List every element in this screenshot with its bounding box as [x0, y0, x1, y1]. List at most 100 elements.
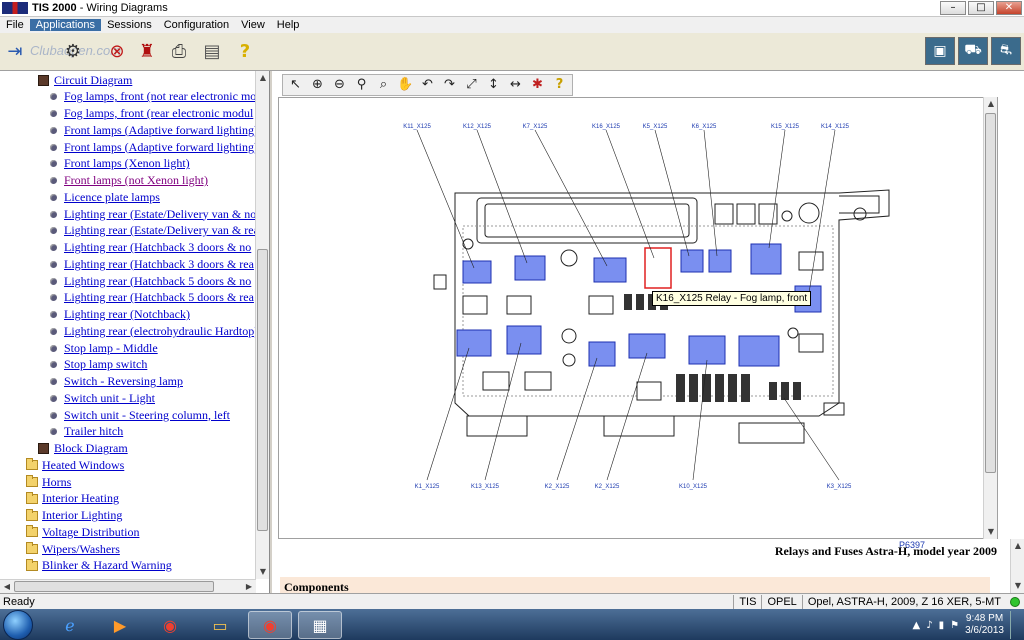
print-icon[interactable]: ⎙	[171, 40, 187, 62]
viewer-scroll-thumb[interactable]	[985, 113, 996, 473]
show-desktop-button[interactable]	[1010, 611, 1020, 639]
tree-item[interactable]: Lighting rear (Hatchback 3 doors & no	[50, 240, 251, 256]
tree-item[interactable]: Wipers/Washers	[26, 541, 120, 557]
zoom-in-icon[interactable]: ⊕	[312, 77, 323, 92]
diagram-canvas[interactable]: K11_X125 K12_X125 K7_X125 K16_X125 K5_X125 K6…	[278, 97, 998, 550]
tree-item[interactable]: Switch - Reversing lamp	[50, 374, 183, 390]
tree-item[interactable]: Lighting rear (Hatchback 5 doors & no	[50, 273, 251, 289]
callout-label[interactable]: K11_X125	[403, 124, 431, 130]
callout-label[interactable]: K2_X125	[545, 484, 570, 490]
volume-icon[interactable]: ♪	[926, 619, 933, 631]
menu-help[interactable]: Help	[276, 19, 300, 31]
menu-configuration[interactable]: Configuration	[163, 19, 230, 31]
fit-width-icon[interactable]: ↔	[510, 77, 521, 92]
callout-label[interactable]: K1_X125	[415, 484, 440, 490]
tree-item[interactable]: Lighting rear (Notchback)	[50, 307, 190, 323]
zoom-out-icon[interactable]: ⊖	[334, 77, 345, 92]
maximize-button[interactable]: □	[968, 1, 994, 15]
cancel-icon[interactable]: ⊗	[109, 40, 125, 62]
user-icon[interactable]: ♜	[138, 40, 156, 62]
callout-label[interactable]: K14_X125	[821, 124, 850, 130]
page-vertical-scrollbar[interactable]: ▲ ▼	[1010, 539, 1024, 593]
internet-explorer-icon[interactable]: ℯ	[65, 615, 75, 635]
explorer-folder-icon[interactable]: ▭	[212, 615, 228, 635]
tree-item[interactable]: Stop lamp switch	[50, 357, 147, 373]
pc-icon[interactable]: ▣	[925, 37, 955, 65]
clock[interactable]: 9:48 PM 3/6/2013	[965, 613, 1004, 637]
flag-icon[interactable]: ⚑	[950, 619, 960, 631]
tree-item[interactable]: Licence plate lamps	[50, 189, 160, 205]
zoom-icon[interactable]: ⚲	[356, 77, 367, 92]
highlight-icon[interactable]: ✱	[532, 77, 543, 92]
scroll-right-arrow-icon[interactable]: ▶	[245, 582, 253, 591]
callout-label[interactable]: K16_X125	[592, 124, 621, 130]
help-icon[interactable]: ?	[239, 40, 251, 62]
exit-icon[interactable]: ⇥	[7, 40, 23, 62]
start-button[interactable]	[3, 610, 33, 640]
tree-item[interactable]: Fog lamps, front (rear electronic modul	[50, 106, 253, 122]
scroll-down-arrow-icon[interactable]: ▼	[259, 567, 267, 576]
tree-item[interactable]: Interior Lighting	[26, 508, 122, 524]
page-scroll-up-icon[interactable]: ▲	[1014, 541, 1022, 550]
h-scroll-thumb[interactable]	[14, 581, 214, 592]
zoom-area-icon[interactable]: ⌕	[379, 77, 388, 92]
tree-item[interactable]: Fog lamps, front (not rear electronic mo	[50, 89, 256, 105]
callout-label[interactable]: K12_X125	[463, 124, 492, 130]
viewer-vertical-scrollbar[interactable]: ▲ ▼	[983, 97, 997, 539]
tree-item[interactable]: Trailer hitch	[50, 424, 123, 440]
tree-item[interactable]: Horns	[26, 474, 71, 490]
tree-item[interactable]: Interior Heating	[26, 491, 119, 507]
menu-file[interactable]: File	[6, 19, 24, 31]
fuse-box-diagram[interactable]: K11_X125 K12_X125 K7_X125 K16_X125 K5_X125 K6…	[279, 98, 997, 538]
callout-label[interactable]: K13_X125	[471, 484, 500, 490]
viewer-scroll-up-icon[interactable]: ▲	[987, 99, 995, 108]
service-car-icon[interactable]: ⛐	[991, 37, 1021, 65]
callout-label[interactable]: K3_X125	[827, 484, 852, 490]
chrome-icon[interactable]: ◉	[163, 615, 177, 635]
menu-applications[interactable]: Applications	[29, 19, 102, 31]
fit-page-icon[interactable]: ⤢	[466, 77, 477, 92]
rotate-left-icon[interactable]: ↶	[422, 77, 433, 92]
tree-item[interactable]: Voltage Distribution	[26, 524, 139, 540]
menu-sessions[interactable]: Sessions	[107, 19, 152, 31]
manual-icon[interactable]: ▤	[203, 40, 221, 62]
page-scroll-down-icon[interactable]: ▼	[1014, 581, 1022, 590]
tree-vertical-scrollbar[interactable]: ▲ ▼	[255, 71, 269, 579]
menu-view[interactable]: View	[241, 19, 265, 31]
tree-item[interactable]: Circuit Diagram	[38, 72, 132, 88]
tis2000-window-icon[interactable]: ▦	[298, 611, 342, 639]
scroll-thumb[interactable]	[257, 249, 268, 531]
rotate-right-icon[interactable]: ↷	[444, 77, 455, 92]
select-arrow-icon[interactable]: ↖	[290, 77, 301, 92]
callout-label[interactable]: K6_X125	[692, 124, 717, 130]
tree-item[interactable]: Lighting rear (Estate/Delivery van & no	[50, 206, 256, 222]
media-player-icon[interactable]: ▶	[113, 615, 127, 635]
close-button[interactable]: ✕	[996, 1, 1022, 15]
tree-item[interactable]: Front lamps (Xenon light)	[50, 156, 190, 172]
scroll-left-arrow-icon[interactable]: ◀	[3, 582, 11, 591]
tray-expand-icon[interactable]: ▲	[912, 619, 921, 631]
tree-item[interactable]: Front lamps (Adaptive forward lighting)	[50, 122, 258, 138]
chrome-window-icon[interactable]: ◉	[248, 611, 292, 639]
tree-item[interactable]: Lighting rear (Estate/Delivery van & rea	[50, 223, 259, 239]
tree-item[interactable]: Stop lamp - Middle	[50, 340, 158, 356]
callout-label[interactable]: K10_X125	[679, 484, 708, 490]
tree-item[interactable]: Lighting rear (Hatchback 5 doors & rea	[50, 290, 254, 306]
tree-item[interactable]: Block Diagram	[38, 441, 128, 457]
viewer-help-icon[interactable]: ?	[555, 77, 564, 92]
viewer-scroll-down-icon[interactable]: ▼	[987, 527, 995, 536]
tree-item[interactable]: Switch unit - Steering column, left	[50, 407, 230, 423]
tree-item[interactable]: Lighting rear (electrohydraulic Hardtop)	[50, 323, 258, 339]
network-icon[interactable]: ▮	[938, 619, 945, 631]
tree-item[interactable]: Heated Windows	[26, 457, 124, 473]
minimize-button[interactable]: –	[940, 1, 966, 15]
vehicle-select-icon[interactable]: ⚙	[64, 40, 82, 62]
scroll-up-arrow-icon[interactable]: ▲	[259, 73, 267, 82]
callout-label[interactable]: K5_X125	[643, 124, 668, 130]
callout-label[interactable]: K7_X125	[523, 124, 548, 130]
tree-item[interactable]: Switch unit - Light	[50, 390, 155, 406]
callout-label[interactable]: K2_X125	[595, 484, 620, 490]
tree-item[interactable]: Front lamps (not Xenon light)	[50, 173, 208, 189]
car-icon[interactable]: ⛟	[958, 37, 988, 65]
tree-item[interactable]: Front lamps (Adaptive forward lighting)	[50, 139, 258, 155]
